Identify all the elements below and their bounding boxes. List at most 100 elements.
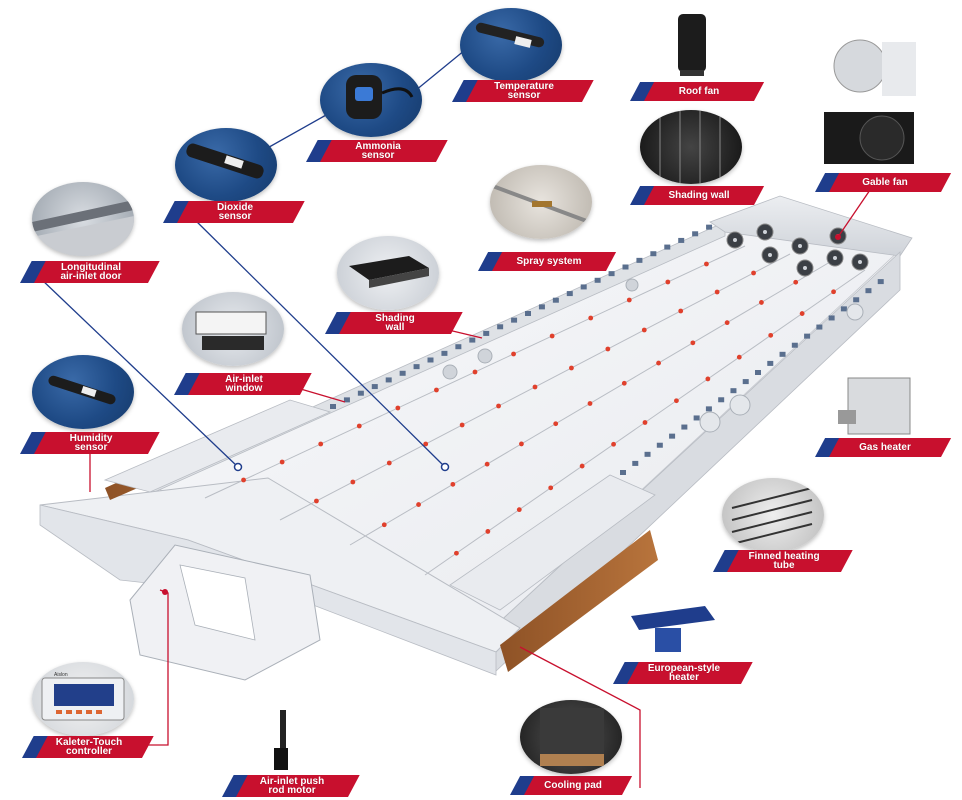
drinker-nipple (472, 369, 478, 375)
drinker-nipple (350, 479, 356, 485)
drinker-nipple (485, 529, 491, 534)
temperature-sensor-photo (460, 8, 562, 82)
drinker-nipple (356, 423, 362, 429)
drinker-nipple (831, 289, 836, 295)
drinker-nipple (724, 320, 730, 326)
side-window (608, 271, 615, 277)
drinker-nipple (705, 376, 711, 382)
drinker-nipple (395, 405, 401, 411)
leader-endpoints (162, 234, 841, 595)
gas-heater-photo (838, 374, 920, 438)
side-window (816, 324, 823, 330)
side-window (664, 244, 671, 250)
side-window (483, 330, 490, 336)
gable-fan-photo (820, 38, 920, 166)
drinker-nipple (549, 333, 555, 339)
leader-cooling (519, 646, 641, 788)
label-roof-fan: Roof fan (630, 82, 765, 101)
drinker-nipple (751, 270, 756, 276)
drinker-nipple (678, 308, 684, 314)
drinker-nipple (605, 346, 611, 352)
side-window (371, 384, 378, 390)
gable-fan-hub (858, 260, 862, 264)
side-window (853, 297, 860, 303)
drinker-nipple (516, 507, 522, 513)
drinker-nipple (416, 502, 421, 507)
gable-fan-hub (763, 230, 767, 234)
label-spray-system: Spray system (478, 252, 617, 271)
roof-fan-photo (672, 12, 712, 78)
cooling-pad-photo (520, 700, 622, 774)
drinker-nipple (548, 485, 554, 491)
side-window (580, 284, 587, 290)
label-shading-wall-right: Shading wall (630, 186, 765, 205)
drinker-nipple (519, 441, 524, 447)
label-cooling-pad: Cooling pad (510, 776, 633, 795)
side-window (877, 279, 884, 285)
drinker-nipple (799, 311, 805, 316)
side-window (399, 370, 406, 376)
roof-fan-opening (442, 364, 458, 380)
side-window (636, 257, 643, 263)
side-window (330, 404, 336, 409)
side-window (730, 388, 737, 394)
drinker-nipple (381, 522, 387, 528)
side-window (413, 364, 420, 370)
humidity-sensor-photo (32, 355, 134, 429)
drinker-nipple (588, 315, 594, 321)
drinker-nipple (704, 261, 709, 267)
gable-fan-hub (833, 256, 837, 260)
drinker-nipple (423, 441, 429, 447)
push-rod-motor-photo (262, 708, 302, 772)
controller-screen-text: Aislon (54, 672, 68, 678)
drinker-nipple (621, 380, 627, 386)
drinker-nipple (626, 297, 632, 303)
side-window (692, 231, 699, 237)
side-window (497, 324, 504, 330)
drinker-nipple (768, 332, 774, 338)
house-gable-wall (709, 195, 913, 257)
drinker-nipple (759, 300, 764, 305)
drinker-nipple (318, 441, 324, 447)
side-window (767, 360, 774, 366)
side-window (840, 306, 847, 312)
side-window (620, 470, 626, 475)
air-inlet-window-photo (182, 292, 284, 366)
gable-fan-hub (768, 253, 772, 257)
side-window (469, 337, 476, 343)
side-window (343, 397, 350, 403)
drinker-nipple (579, 463, 585, 469)
house-entrance-door (179, 564, 256, 641)
drinker-nipple (569, 365, 574, 371)
side-window (681, 424, 688, 430)
side-window (718, 397, 725, 403)
side-windows (330, 224, 884, 475)
gable-fan-hub (803, 266, 807, 270)
drinker-nipple (279, 459, 285, 465)
side-window (779, 351, 786, 357)
side-window (678, 237, 685, 243)
spray-system-photo (490, 165, 592, 239)
side-window (511, 317, 518, 323)
drinker-nipple (434, 387, 439, 393)
side-window (828, 315, 835, 321)
side-window (357, 390, 364, 396)
label-gable-fan: Gable fan (815, 173, 952, 192)
house-wing-right (449, 474, 656, 611)
side-window (650, 251, 657, 257)
drinker-nipple (656, 360, 661, 366)
side-window (656, 442, 663, 448)
roof-fan-opening (625, 278, 639, 292)
cooling-pad-front (500, 530, 658, 672)
drinker-nipple (736, 354, 742, 360)
finned-heating-tube-photo (722, 478, 824, 552)
drinker-nipple (674, 398, 679, 404)
side-window (441, 350, 448, 356)
drinker-nipple (496, 403, 501, 409)
